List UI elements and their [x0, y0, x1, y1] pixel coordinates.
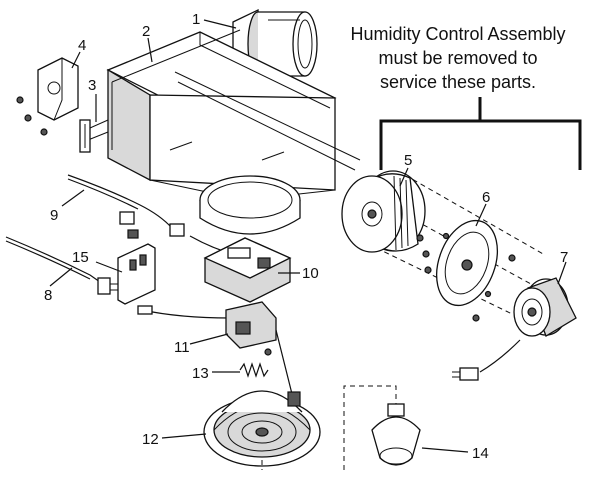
dash-link-bulb [343, 385, 397, 470]
part-13-spring [239, 362, 269, 378]
note-bracket [379, 97, 582, 170]
callout-13: 13 [192, 365, 209, 382]
part-5-blower-wheel [341, 170, 426, 253]
part-14-bulb [371, 403, 421, 466]
part-9-wiring-harness [67, 174, 185, 239]
callout-15: 15 [72, 249, 89, 266]
note-text: Humidity Control Assembly must be remove… [350, 24, 565, 92]
part-2-housing [87, 29, 361, 201]
callout-2: 2 [142, 23, 150, 40]
callout-3: 3 [88, 77, 96, 94]
screw-icon [16, 96, 48, 136]
part-4-mounting-plate [16, 57, 79, 136]
callout-labels: 1 2 3 4 5 6 7 8 9 10 11 12 13 14 15 [44, 11, 568, 462]
callout-1: 1 [192, 11, 200, 28]
part-7-motor [452, 277, 577, 381]
callout-4: 4 [78, 37, 86, 54]
part-15-receptacle-plate [117, 243, 156, 305]
nut-icon [416, 234, 516, 322]
callout-11: 11 [174, 339, 190, 356]
part-8-cord [5, 236, 118, 295]
callout-12: 12 [142, 431, 159, 448]
callout-14: 14 [472, 445, 489, 462]
callout-9: 9 [50, 207, 58, 224]
callout-6: 6 [482, 189, 490, 206]
damper-ring [199, 175, 301, 235]
callout-5: 5 [404, 152, 412, 169]
note-line-3: service these parts. [380, 72, 536, 92]
callout-leaders [49, 19, 567, 453]
callout-10: 10 [302, 265, 319, 282]
part-3-screw-bracket [79, 119, 91, 153]
callout-7: 7 [560, 249, 568, 266]
note-line-1: Humidity Control Assembly [350, 24, 565, 44]
callout-8: 8 [44, 287, 52, 304]
part-12-light-lens [203, 390, 321, 467]
note-line-2: must be removed to [378, 48, 537, 68]
part-6-motor-plate [436, 219, 498, 307]
part-10-humidity-control [203, 237, 292, 303]
